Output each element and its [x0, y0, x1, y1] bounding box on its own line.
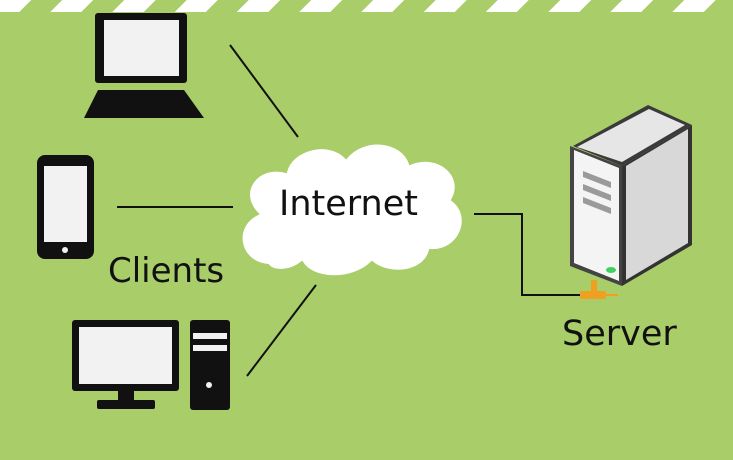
- internet-label: Internet: [279, 184, 418, 224]
- edge-desktop-internet: [246, 284, 317, 377]
- network-connector-icon: [580, 280, 618, 299]
- server-status-led-icon: [606, 267, 616, 273]
- smartphone-icon: [37, 155, 94, 259]
- laptop-icon: [84, 13, 204, 118]
- server-tower-icon: [570, 105, 692, 286]
- edge-internet-server: [474, 213, 580, 296]
- cloud-icon: [240, 142, 464, 278]
- striped-top-border: [0, 0, 733, 12]
- clients-label: Clients: [108, 251, 225, 291]
- server-label: Server: [562, 314, 677, 354]
- desktop-computer-icon: [72, 320, 230, 410]
- edge-laptop-internet: [229, 44, 299, 138]
